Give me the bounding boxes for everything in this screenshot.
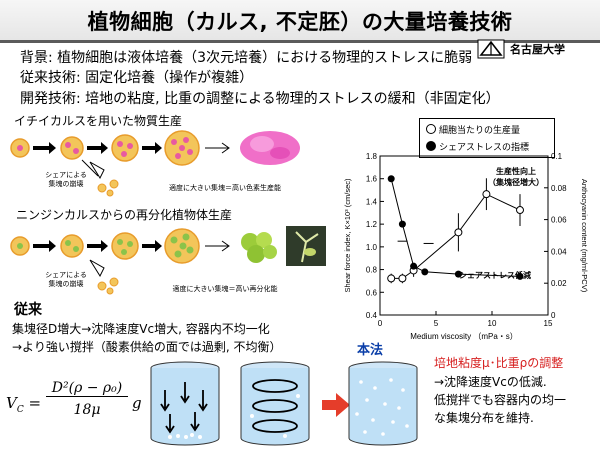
shear-point (398, 220, 406, 228)
productivity-point (387, 274, 396, 283)
plot-frame (379, 155, 549, 316)
result-label-2: 適度に大きい集塊＝高い再分化能 (172, 285, 278, 293)
green-callus-photo (235, 228, 280, 266)
callus-process-diagram-1 (10, 128, 305, 197)
legend-filled: シェアストレスの指標 (426, 140, 529, 153)
y-right-tick-label: 0 (551, 311, 556, 320)
y-right-axis-label: Anthocyanin content (mg/ml-PCV) (580, 179, 589, 293)
viscosity-chart: 0 5 10 15 0.4 0.6 0.8 1.0 1.2 1.4 1.6 1.8 0 0.02 0.04 0… (343, 152, 589, 341)
y-left-axis-label: Shear force index, K×10³ (cm/sec) (343, 178, 352, 293)
y-left-tick-label: 1.6 (366, 175, 378, 184)
filled-circle-icon (426, 141, 436, 151)
logo-text: 名古屋大学 (510, 43, 565, 56)
callus-process-diagram-2 (10, 226, 326, 295)
x-tick-label: 0 (378, 319, 383, 328)
x-tick-label: 15 (544, 319, 553, 328)
y-right-tick-label: 0.08 (551, 184, 567, 193)
y-left-tick-label: 1.4 (366, 197, 378, 206)
page-title: 植物細胞（カルス, 不定胚）の大量培養技術 (87, 10, 513, 34)
shear-label-1b: 集塊の崩壊 (48, 180, 84, 188)
open-circle-icon (426, 124, 436, 134)
development-line: 開発技術: 培地の粘度, 比重の調整による物理的ストレスの緩和（非固定化） (20, 91, 500, 107)
background-line: 背景: 植物細胞は液体培養（3次元培養）における物理的ストレスに脆弱 (20, 50, 473, 66)
method-label: 本法 (357, 343, 384, 358)
shear-label-2b: 集塊の崩壊 (48, 280, 84, 288)
section2-title: ニンジンカルスからの再分化植物体生産 (16, 208, 233, 222)
callus-cluster-icon (10, 138, 30, 158)
annotation-productivity: 生産性向上 （集塊径増大） (488, 167, 544, 187)
y-right-tick-label: 0.1 (551, 152, 563, 161)
productivity-point (454, 228, 463, 237)
y-left-tick-label: 0.8 (366, 266, 378, 275)
x-axis-label: Medium viscosity （mPa・s） (410, 332, 518, 341)
shear-point (454, 270, 462, 278)
callus-cluster-icon (10, 236, 30, 256)
annotation-shear-low: シェアストレス低減 (459, 271, 531, 280)
method-line-3: 低撹拌でも容器内の均一 (434, 393, 567, 407)
y-right-tick-label: 0.04 (551, 247, 567, 256)
x-tick-label: 5 (434, 319, 439, 328)
shear-point (421, 268, 429, 276)
prior-heading: 従来 (14, 302, 42, 318)
method-line-4: な集塊分布を維持. (434, 411, 534, 425)
y-left-tick-label: 1.0 (366, 243, 378, 252)
callus-cluster-icon (111, 134, 139, 162)
section1-title: イチイカルスを用いた物質生産 (14, 114, 183, 128)
callus-cluster-icon (60, 136, 84, 160)
title-bar (0, 0, 600, 40)
vessel-stirred (240, 361, 310, 446)
settling-formula: VC = D²(ρ − ρ₀) 18μ g (6, 380, 142, 418)
shear-label-2a: シェアによる (45, 271, 87, 279)
y-left-tick-label: 0.6 (366, 288, 378, 297)
productivity-point (398, 274, 407, 283)
title-divider (0, 40, 600, 43)
productivity-point (516, 206, 524, 215)
vessel-uniform (348, 361, 418, 446)
prior-art-line: 従来技術: 固定化培養（操作が複雑） (20, 70, 254, 86)
pigment-product-photo (235, 128, 305, 168)
callus-cluster-icon (111, 232, 139, 260)
university-logo: 名古屋大学 (476, 38, 600, 60)
chart-legend: 細胞当たりの生産量 シェアストレスの指標 (419, 118, 555, 158)
legend-open: 細胞当たりの生産量 (426, 123, 520, 136)
method-line-1: 培地粘度μ･比重ρの調整 (434, 356, 564, 370)
shear-point (516, 272, 524, 280)
vessel-settling (150, 361, 220, 446)
y-right-tick-label: 0.06 (551, 216, 567, 225)
prior-line-2: →より強い撹拌（酸素供給の面では過剰, 不均衡） (12, 340, 282, 354)
x-tick-label: 10 (488, 319, 497, 328)
result-label-1: 適度に大きい集塊＝高い色素生産能 (169, 184, 281, 192)
method-line-2: →沈降速度Vcの低減. (434, 375, 547, 389)
callus-cluster-icon (164, 130, 200, 166)
callus-cluster-icon (60, 234, 84, 258)
y-right-tick-label: 0.02 (551, 279, 567, 288)
y-left-tick-label: 1.8 (366, 152, 378, 161)
shear-trend-line (390, 178, 521, 277)
shear-point (387, 175, 395, 183)
shear-label-1a: シェアによる (45, 171, 87, 179)
red-arrow-icon (322, 393, 350, 417)
vessel-comparison (150, 361, 350, 446)
shear-point (410, 262, 418, 270)
plantlet-photo (286, 226, 326, 266)
callus-cluster-icon (164, 228, 200, 264)
prior-line-1: 集塊径D増大→沈降速度Vc増大, 容器内不均一化 (12, 322, 270, 336)
y-left-tick-label: 0.4 (366, 311, 378, 320)
y-left-tick-label: 1.2 (366, 220, 378, 229)
emblem-icon (477, 39, 505, 59)
productivity-point (482, 190, 491, 199)
